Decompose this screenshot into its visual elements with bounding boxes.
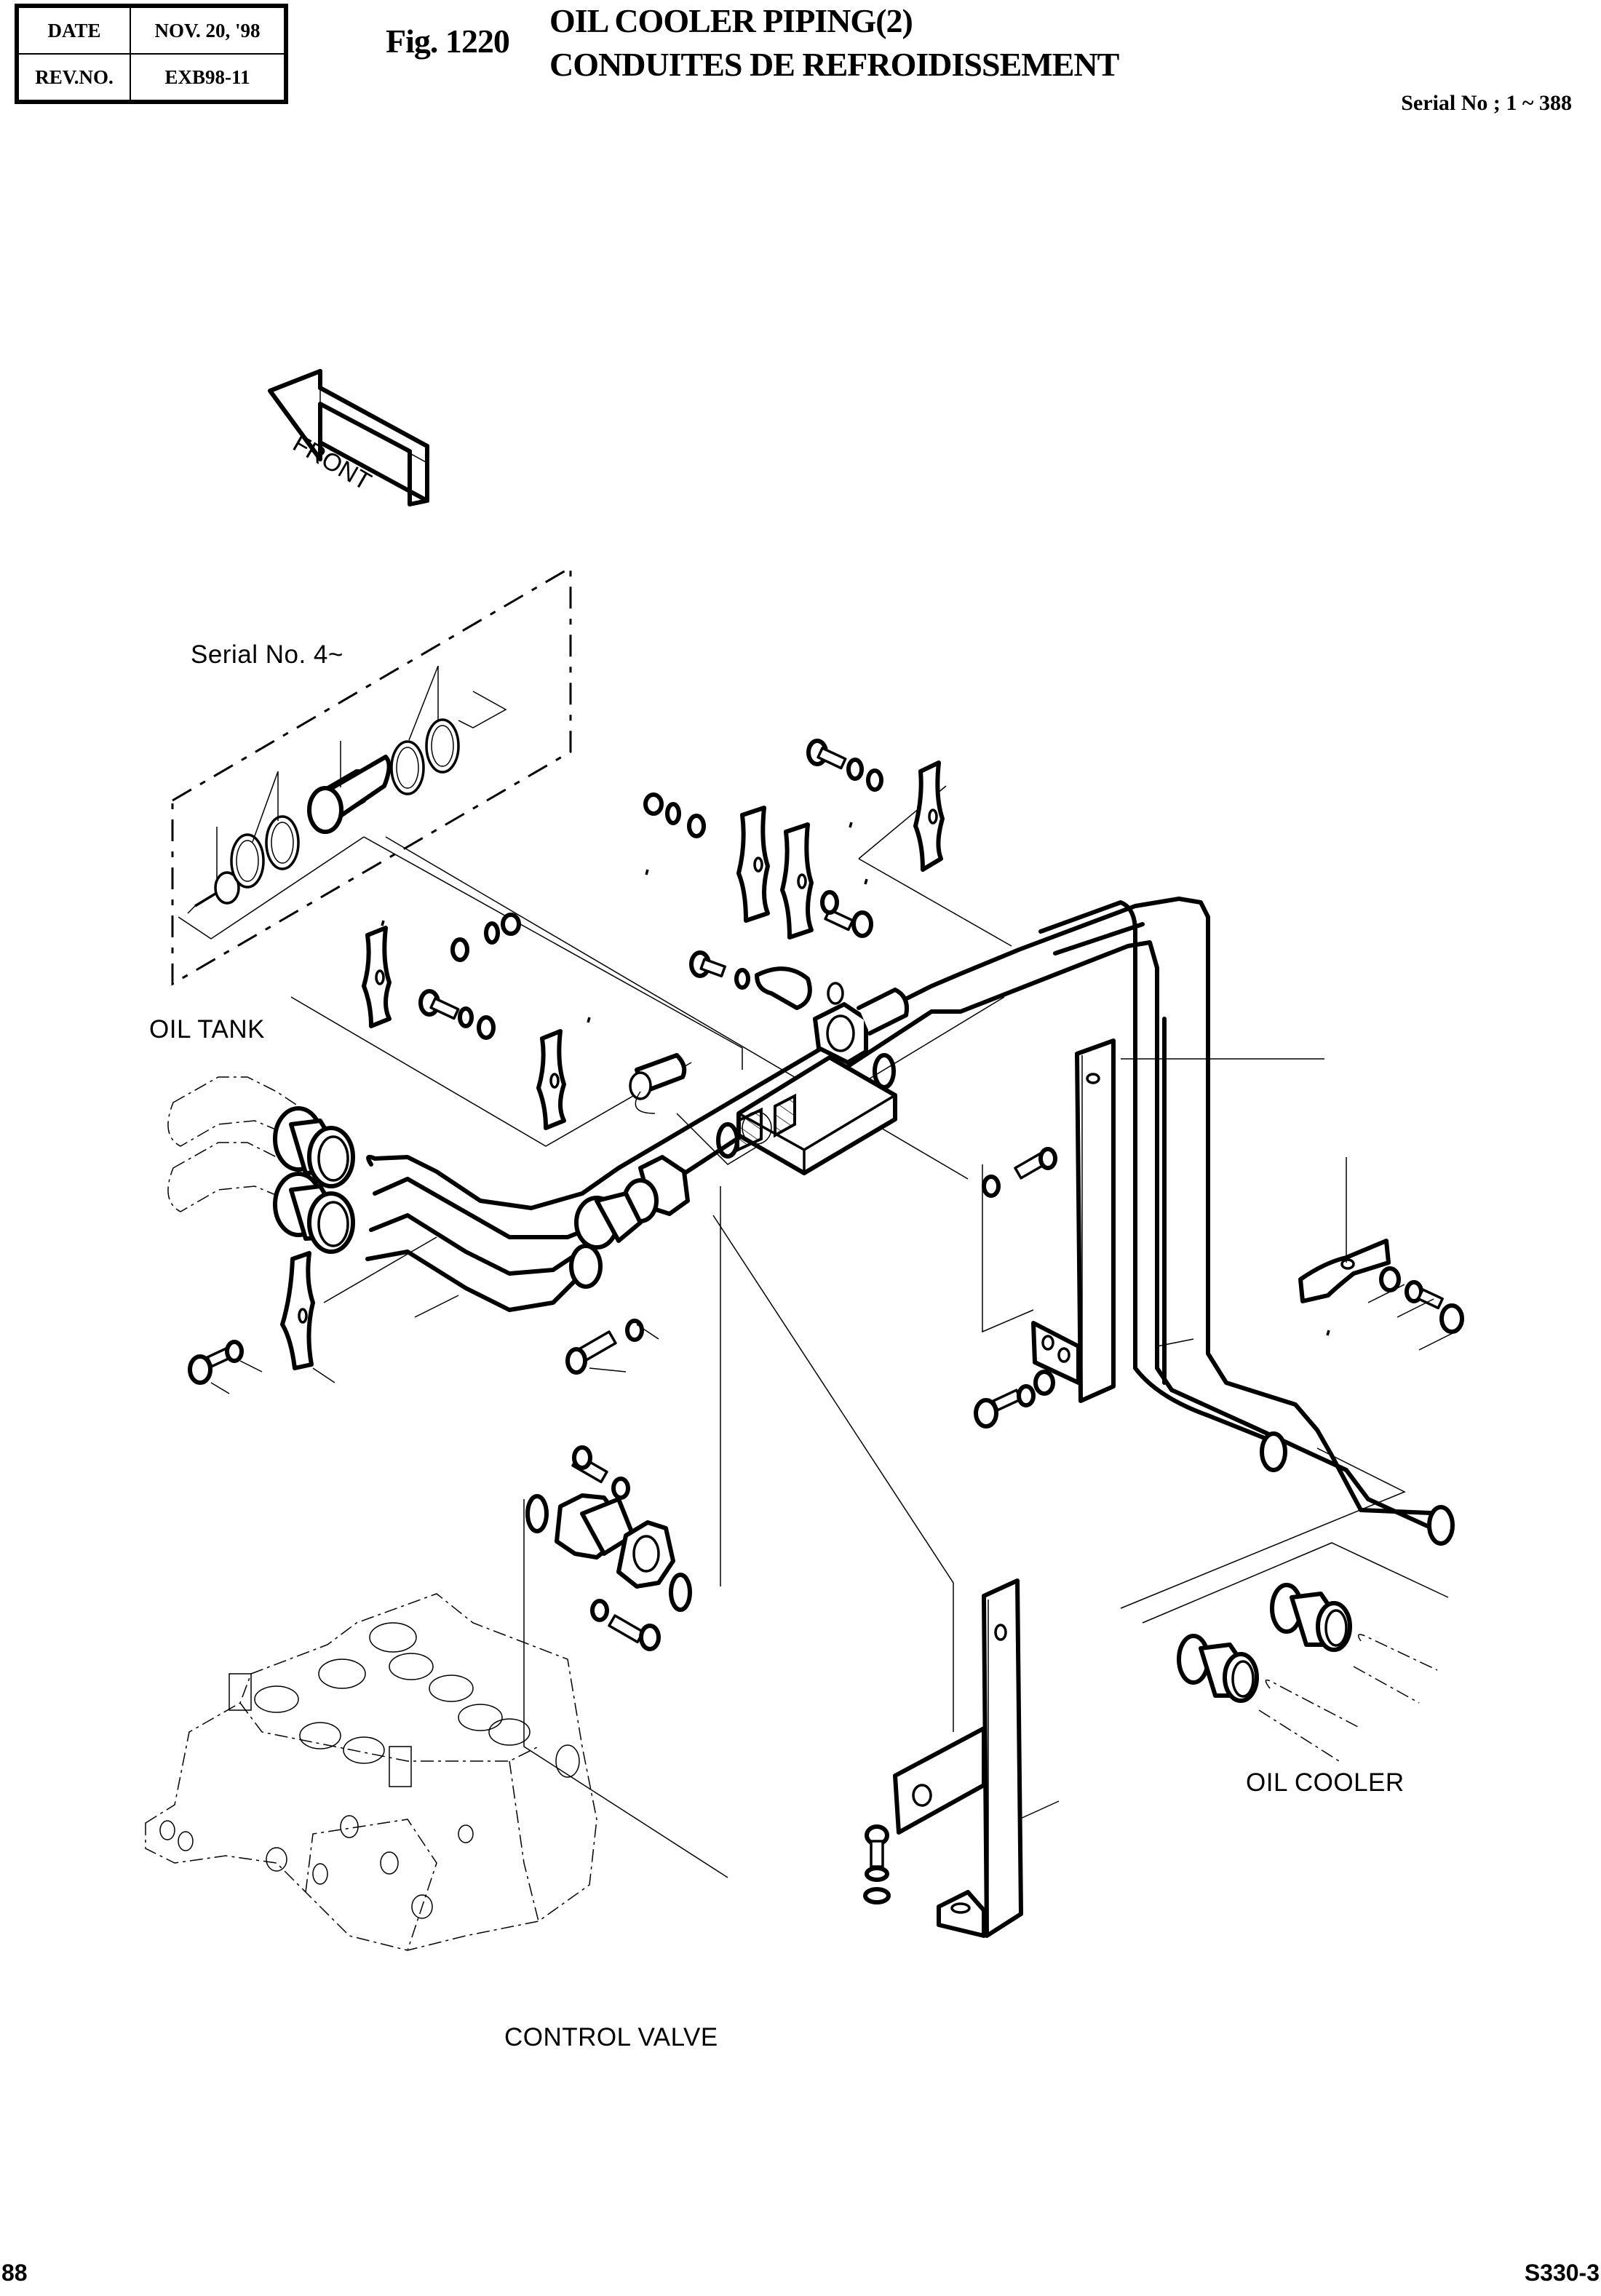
pipe-clip bbox=[780, 822, 814, 940]
bracket-vertical bbox=[1031, 1038, 1116, 1403]
inset-serial-label: Serial No. 4~ bbox=[191, 640, 343, 669]
control-valve-ghost bbox=[145, 1593, 597, 1951]
title-french: CONDUITES DE REFROIDISSEMENT bbox=[549, 46, 1119, 83]
callout-ticks bbox=[381, 822, 1330, 1336]
socket-bolt bbox=[982, 1147, 1057, 1198]
inset-hose-clamp bbox=[390, 665, 460, 795]
inset-plug bbox=[187, 827, 240, 914]
adapter-fitting bbox=[273, 1106, 355, 1188]
model-number: S330-3 bbox=[1524, 2260, 1600, 2286]
inset-hose-clamp bbox=[230, 771, 300, 889]
inset-hose bbox=[307, 741, 392, 834]
bolt bbox=[689, 950, 750, 990]
o-ring bbox=[669, 1573, 692, 1612]
figure-number: Fig. 1220 bbox=[386, 23, 510, 60]
leader-stubs bbox=[210, 1058, 1456, 1820]
bolt bbox=[188, 1340, 244, 1385]
oil-cooler-label: OIL COOLER bbox=[1246, 1768, 1405, 1797]
o-ring bbox=[525, 1494, 549, 1533]
pipe-clip bbox=[1298, 1239, 1391, 1303]
serial-range: Serial No ; 1 ~ 388 bbox=[1401, 91, 1572, 115]
pipe-elbow bbox=[629, 966, 844, 1114]
date-value: NOV. 20, '98 bbox=[130, 5, 287, 55]
bolt bbox=[820, 890, 873, 938]
oil-tank-label: OIL TANK bbox=[149, 1015, 265, 1044]
date-row: DATE NOV. 20, '98 bbox=[16, 5, 287, 55]
revision-value: EXB98-11 bbox=[130, 53, 287, 103]
revision-row: REV.NO. EXB98-11 bbox=[16, 53, 287, 103]
nut-washer bbox=[643, 793, 706, 838]
front-arrow-icon bbox=[268, 369, 429, 507]
oil-cooler-ghost-hose bbox=[1258, 1634, 1438, 1762]
control-valve-label: CONTROL VALVE bbox=[504, 2023, 718, 2051]
inset-leader bbox=[178, 836, 365, 940]
bolt bbox=[974, 1370, 1055, 1429]
o-ring bbox=[873, 1053, 896, 1089]
bolt bbox=[418, 989, 496, 1040]
socket-bolt bbox=[565, 1319, 644, 1375]
page-number: 88 bbox=[1, 2260, 28, 2286]
inset-leader bbox=[458, 691, 507, 728]
split-flange-lower bbox=[525, 1445, 692, 1651]
pipe-clip bbox=[362, 926, 392, 1028]
pipe-upper bbox=[366, 897, 1455, 1546]
nut-washer bbox=[450, 913, 521, 962]
pipe-clip bbox=[536, 1029, 566, 1130]
oil-cooler-adapter bbox=[1270, 1583, 1352, 1652]
revision-label: REV.NO. bbox=[16, 53, 131, 103]
title-english: OIL COOLER PIPING(2) bbox=[549, 2, 913, 39]
revision-info-table: DATE NOV. 20, '98 REV.NO. EXB98-11 bbox=[15, 4, 288, 104]
serial-inset-frame bbox=[171, 565, 572, 986]
oil-cooler-adapter bbox=[1177, 1634, 1259, 1703]
o-ring bbox=[716, 1122, 739, 1159]
pipe-clip bbox=[280, 1251, 315, 1370]
adapter-fitting bbox=[273, 1172, 355, 1254]
pipe-lower bbox=[365, 900, 1287, 1472]
date-label: DATE bbox=[16, 5, 131, 55]
manifold-block bbox=[736, 1055, 897, 1175]
pipe-clip bbox=[736, 806, 770, 923]
bolt bbox=[806, 739, 883, 792]
bracket-lower bbox=[863, 1578, 1023, 1938]
pipe-clip bbox=[913, 760, 945, 872]
split-flange bbox=[813, 988, 909, 1065]
split-flange bbox=[574, 1155, 690, 1250]
bolt bbox=[1379, 1266, 1464, 1334]
